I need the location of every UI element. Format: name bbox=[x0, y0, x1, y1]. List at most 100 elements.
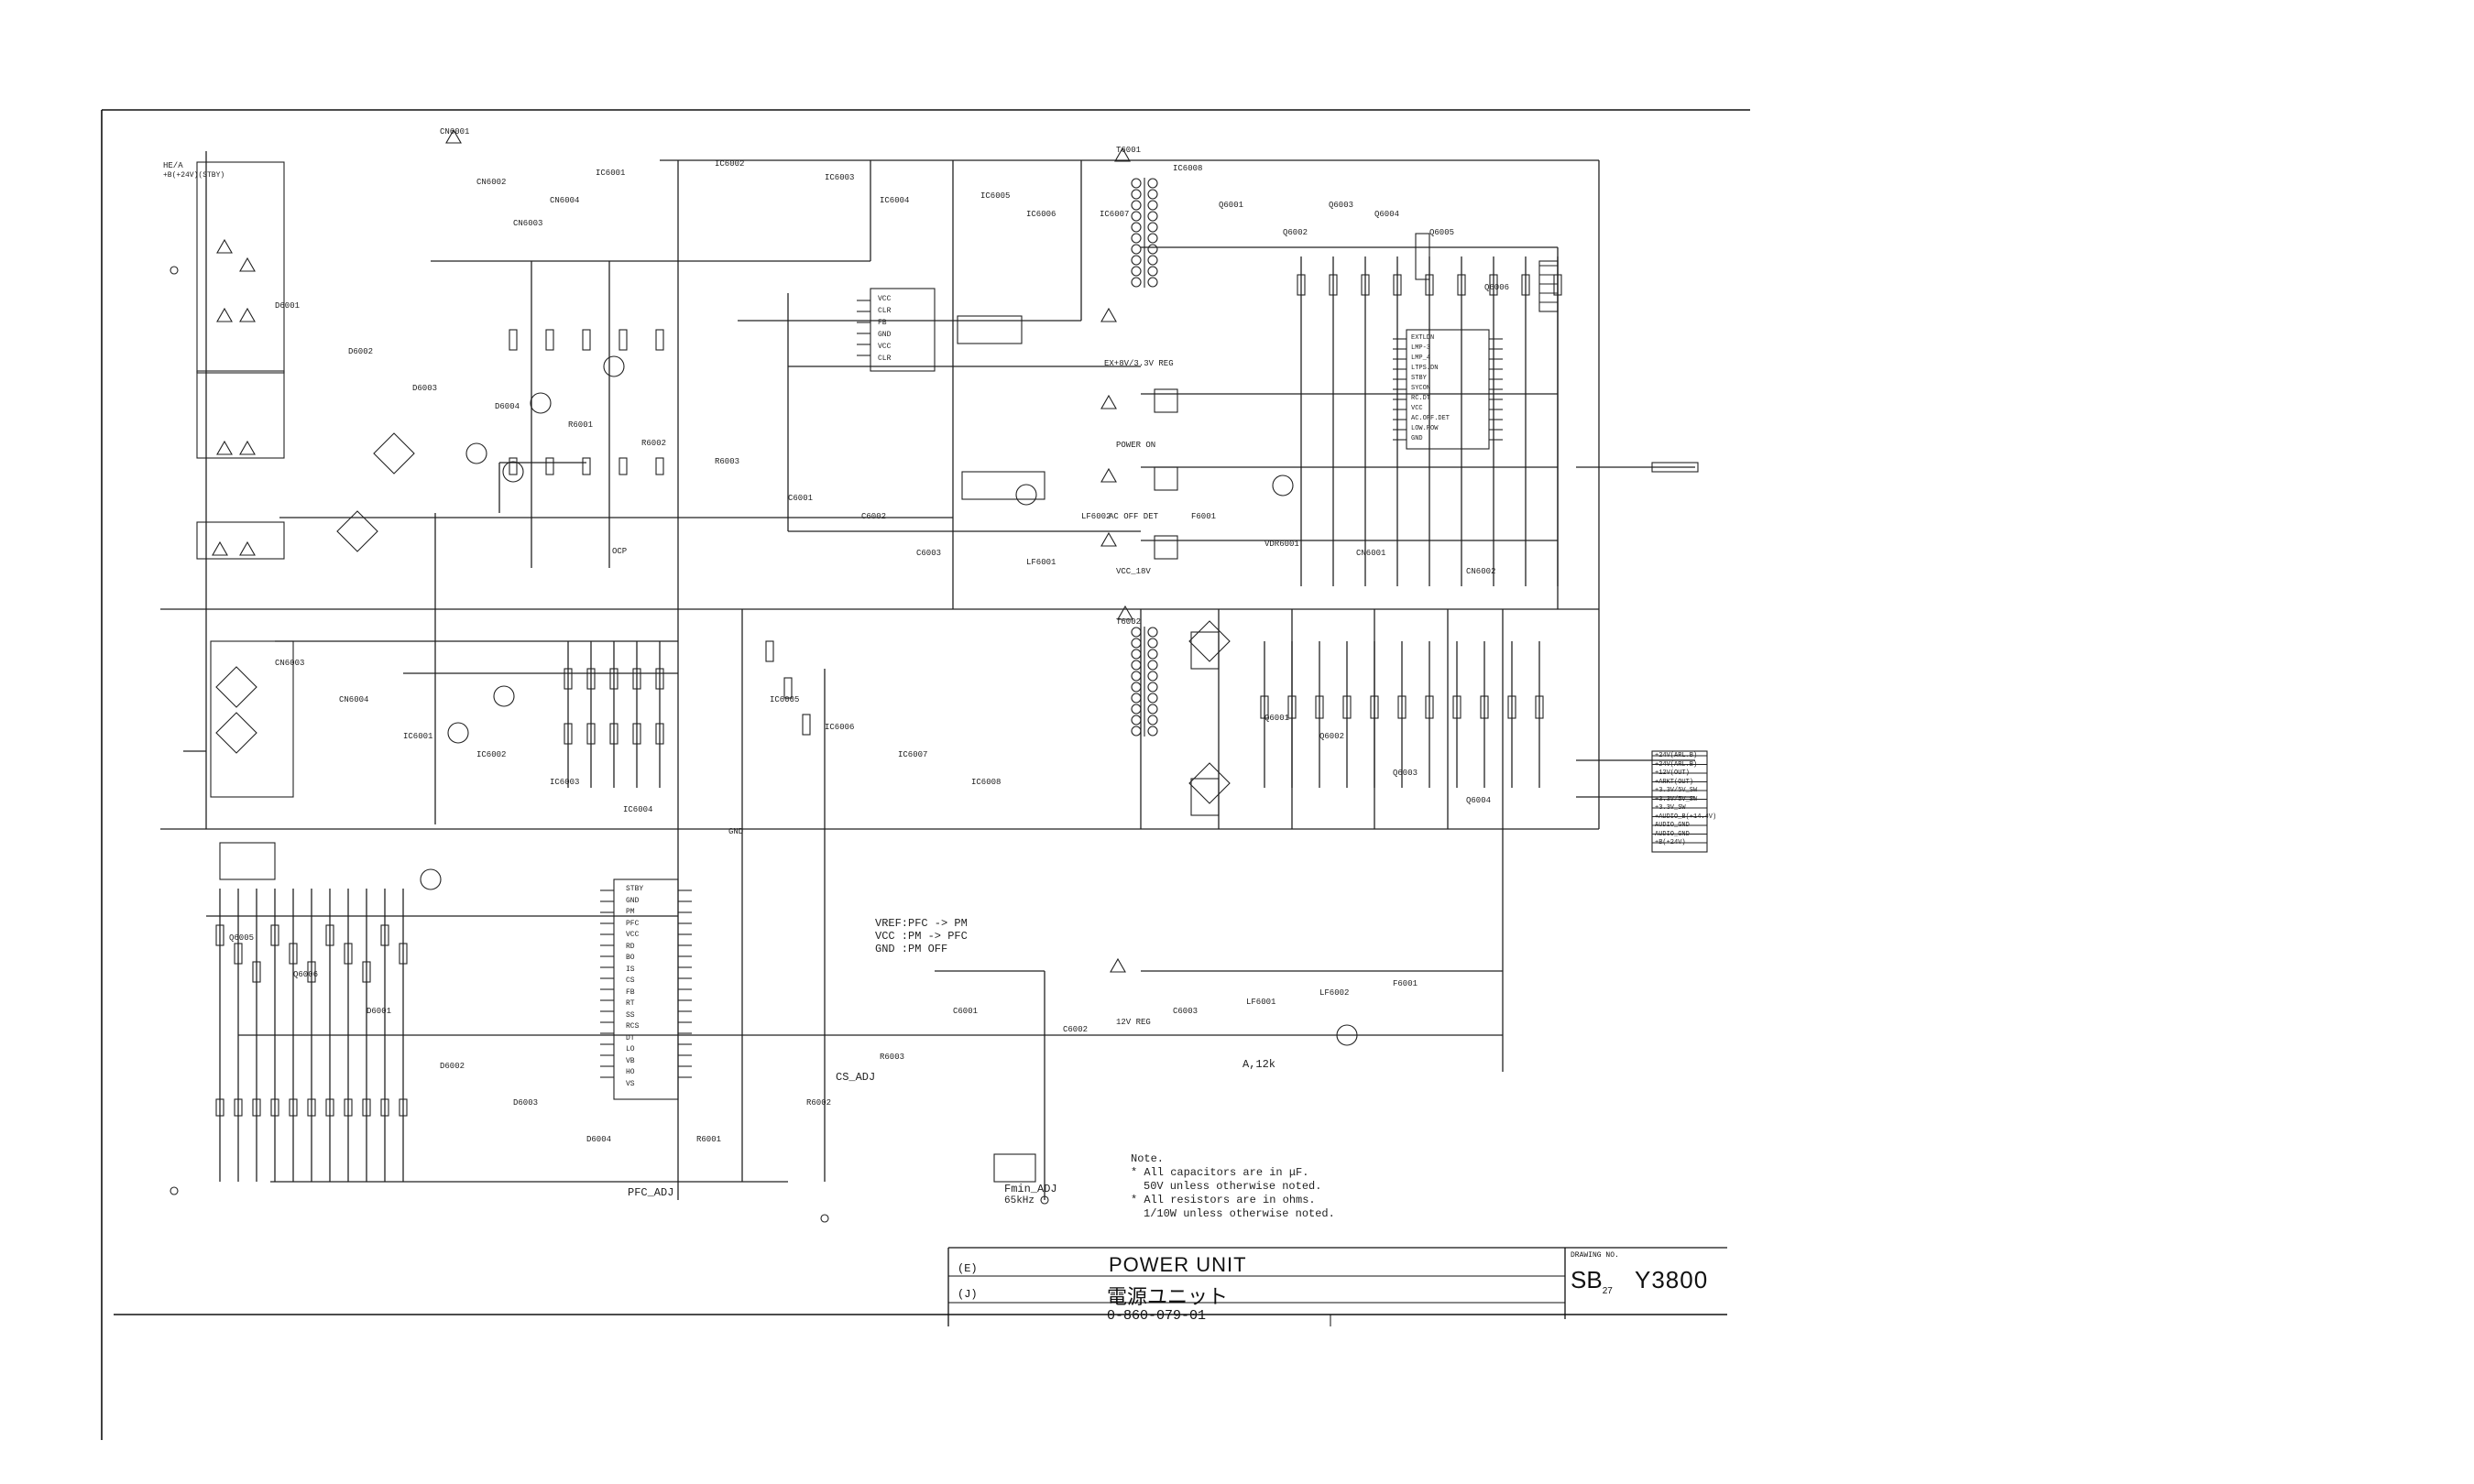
component-ref-label: CN6002 bbox=[1466, 567, 1496, 576]
fmin-adj-label: Fmin_ADJ bbox=[1004, 1183, 1057, 1195]
component-ref-label: D6003 bbox=[412, 384, 438, 393]
component-ref-label: LF6002 bbox=[1319, 988, 1350, 998]
part-number: 0-860-079-01 bbox=[1107, 1308, 1207, 1324]
component-ref-label: Q6004 bbox=[1374, 210, 1400, 219]
component-ref-label: IC6002 bbox=[715, 159, 745, 169]
ic6002-pin-label: STBY bbox=[626, 885, 644, 893]
gnd-label: GND bbox=[728, 827, 744, 836]
cs-adj-label: CS_ADJ bbox=[836, 1071, 876, 1084]
component-ref-label: IC6001 bbox=[403, 732, 433, 741]
component-ref-label: Q6003 bbox=[1329, 201, 1354, 210]
component-ref-label: R6002 bbox=[641, 439, 667, 448]
component-ref-label: D6002 bbox=[440, 1062, 465, 1071]
title-jp-tag: (J) bbox=[958, 1288, 978, 1301]
circuit-components bbox=[170, 128, 1708, 1223]
component-ref-label: Q6006 bbox=[293, 970, 319, 979]
component-ref-label: R6003 bbox=[880, 1053, 905, 1062]
component-ref-label: IC6004 bbox=[880, 196, 910, 205]
component-ref-label: IC6003 bbox=[825, 173, 855, 182]
schematic-notes: Note. * All capacitors are in μF. 50V un… bbox=[1131, 1152, 1335, 1221]
component-ref-label: R6003 bbox=[715, 457, 740, 466]
right-ic-pin-label: GND bbox=[1411, 435, 1423, 442]
component-ref-label: F6001 bbox=[1191, 512, 1217, 521]
component-ref-label: IC6003 bbox=[550, 778, 580, 787]
ic6002-pin-label: HO bbox=[626, 1068, 635, 1076]
component-ref-label: C6001 bbox=[953, 1007, 979, 1016]
title-english: POWER UNIT bbox=[1109, 1253, 1247, 1276]
component-ref-label: Q6001 bbox=[1219, 201, 1244, 210]
component-ref-label: LF6001 bbox=[1026, 558, 1056, 567]
connector-pin-label: +3.3V_SW bbox=[1655, 804, 1686, 812]
component-ref-label: IC6001 bbox=[596, 169, 626, 178]
component-ref-label: C6001 bbox=[788, 494, 814, 503]
connector-pin-label: +3.3V/5V_SW bbox=[1655, 795, 1698, 803]
ic6002-pin-label: GND bbox=[626, 896, 640, 905]
component-ref-label: CN6004 bbox=[339, 695, 369, 704]
component-ref-label: IC6007 bbox=[1100, 210, 1130, 219]
right-ic-pin-label: LMP_4 bbox=[1411, 355, 1431, 362]
component-ref-label: LF6001 bbox=[1246, 998, 1276, 1007]
drawing-no-label: DRAWING NO. bbox=[1571, 1251, 1619, 1260]
ic6001-pin-label: FB bbox=[878, 319, 887, 327]
right-ic-pin-label: LOW.POW bbox=[1411, 425, 1439, 432]
title-japanese: 電源ユニット bbox=[1107, 1286, 1229, 1309]
ic6002-pin-label: DT bbox=[626, 1033, 635, 1042]
ic6002-pin-label: PM bbox=[626, 908, 635, 916]
reg-12v-label: 12V REG bbox=[1116, 1018, 1151, 1027]
component-ref-label: D6002 bbox=[348, 347, 374, 356]
right-ic-pin-label: STBY bbox=[1411, 375, 1427, 382]
ac-off-det-label: AC OFF DET bbox=[1109, 512, 1159, 521]
connector-pin-label: +ARKT(OUT) bbox=[1655, 778, 1694, 786]
ic6002-pin-label: FB bbox=[626, 988, 635, 997]
component-ref-label: Q6003 bbox=[1393, 769, 1418, 778]
right-ic-pin-label: AC.OFF.DET bbox=[1411, 415, 1450, 422]
notes-line-3: * All resistors are in ohms. bbox=[1131, 1194, 1316, 1206]
component-ref-label: R6002 bbox=[806, 1098, 832, 1108]
notes-heading: Note. bbox=[1131, 1152, 1165, 1165]
component-ref-label: Q6001 bbox=[1264, 714, 1290, 723]
component-ref-label: Q6006 bbox=[1484, 283, 1510, 292]
ic6002-pin-label: LO bbox=[626, 1045, 635, 1053]
component-ref-label: Q6005 bbox=[1429, 228, 1455, 237]
ic6001-pin-label: VCC bbox=[878, 343, 892, 351]
component-ref-label: IC6005 bbox=[980, 191, 1011, 201]
ic6002-pin-label: RT bbox=[626, 999, 635, 1008]
top-left-connector-label: HE/A bbox=[163, 161, 183, 170]
connector-pin-label: +12V(OUT) bbox=[1655, 769, 1690, 777]
component-ref-label: F6001 bbox=[1393, 979, 1418, 988]
ic6001-pin-label: CLR bbox=[878, 355, 892, 363]
component-ref-label: C6002 bbox=[861, 512, 887, 521]
right-ic-pin-label: VCC bbox=[1411, 405, 1423, 412]
component-ref-label: CN6001 bbox=[440, 127, 470, 136]
component-ref-label: IC6006 bbox=[825, 723, 855, 732]
notes-line-4: 1/10W unless otherwise noted. bbox=[1144, 1207, 1335, 1220]
pfc-adj-label: PFC_ADJ bbox=[628, 1186, 674, 1199]
title-en-tag: (E) bbox=[958, 1262, 978, 1275]
connector-pin-label: +24V(ARL.B) bbox=[1655, 760, 1698, 769]
ic6002-pin-label: VS bbox=[626, 1079, 635, 1088]
transformer-label: T6001 bbox=[1116, 146, 1142, 155]
reg-5v-label: EX+8V/3.3V REG bbox=[1104, 359, 1174, 368]
notes-line-2: 50V unless otherwise noted. bbox=[1144, 1180, 1322, 1193]
component-ref-label: CN6004 bbox=[550, 196, 580, 205]
ic6002-pin-label: VB bbox=[626, 1056, 635, 1065]
component-ref-label: CN6001 bbox=[1356, 549, 1386, 558]
title-block bbox=[947, 1247, 1727, 1326]
component-ref-label: Q6004 bbox=[1466, 796, 1492, 805]
ic6002-pin-label: RD bbox=[626, 942, 635, 951]
component-ref-label: D6003 bbox=[513, 1098, 539, 1108]
power-on-label: POWER ON bbox=[1116, 441, 1156, 450]
component-ref-label: IC6006 bbox=[1026, 210, 1056, 219]
fmin-freq-label: 65kHz bbox=[1004, 1195, 1035, 1206]
component-ref-label: IC6004 bbox=[623, 805, 653, 814]
top-left-connector-sub: +B(+24V)(STBY) bbox=[163, 171, 225, 180]
ic6002-pin-label: RCS bbox=[626, 1022, 640, 1031]
ic6002-pin-label: VCC bbox=[626, 931, 640, 939]
circuit-wires bbox=[160, 151, 1695, 1200]
pfc-legend-line-3: GND :PM OFF bbox=[875, 943, 948, 955]
component-ref-label: IC6008 bbox=[1173, 164, 1203, 173]
component-ref-label: R6001 bbox=[568, 420, 594, 430]
component-ref-label: D6004 bbox=[495, 402, 520, 411]
component-ref-label: C6003 bbox=[1173, 1007, 1199, 1016]
